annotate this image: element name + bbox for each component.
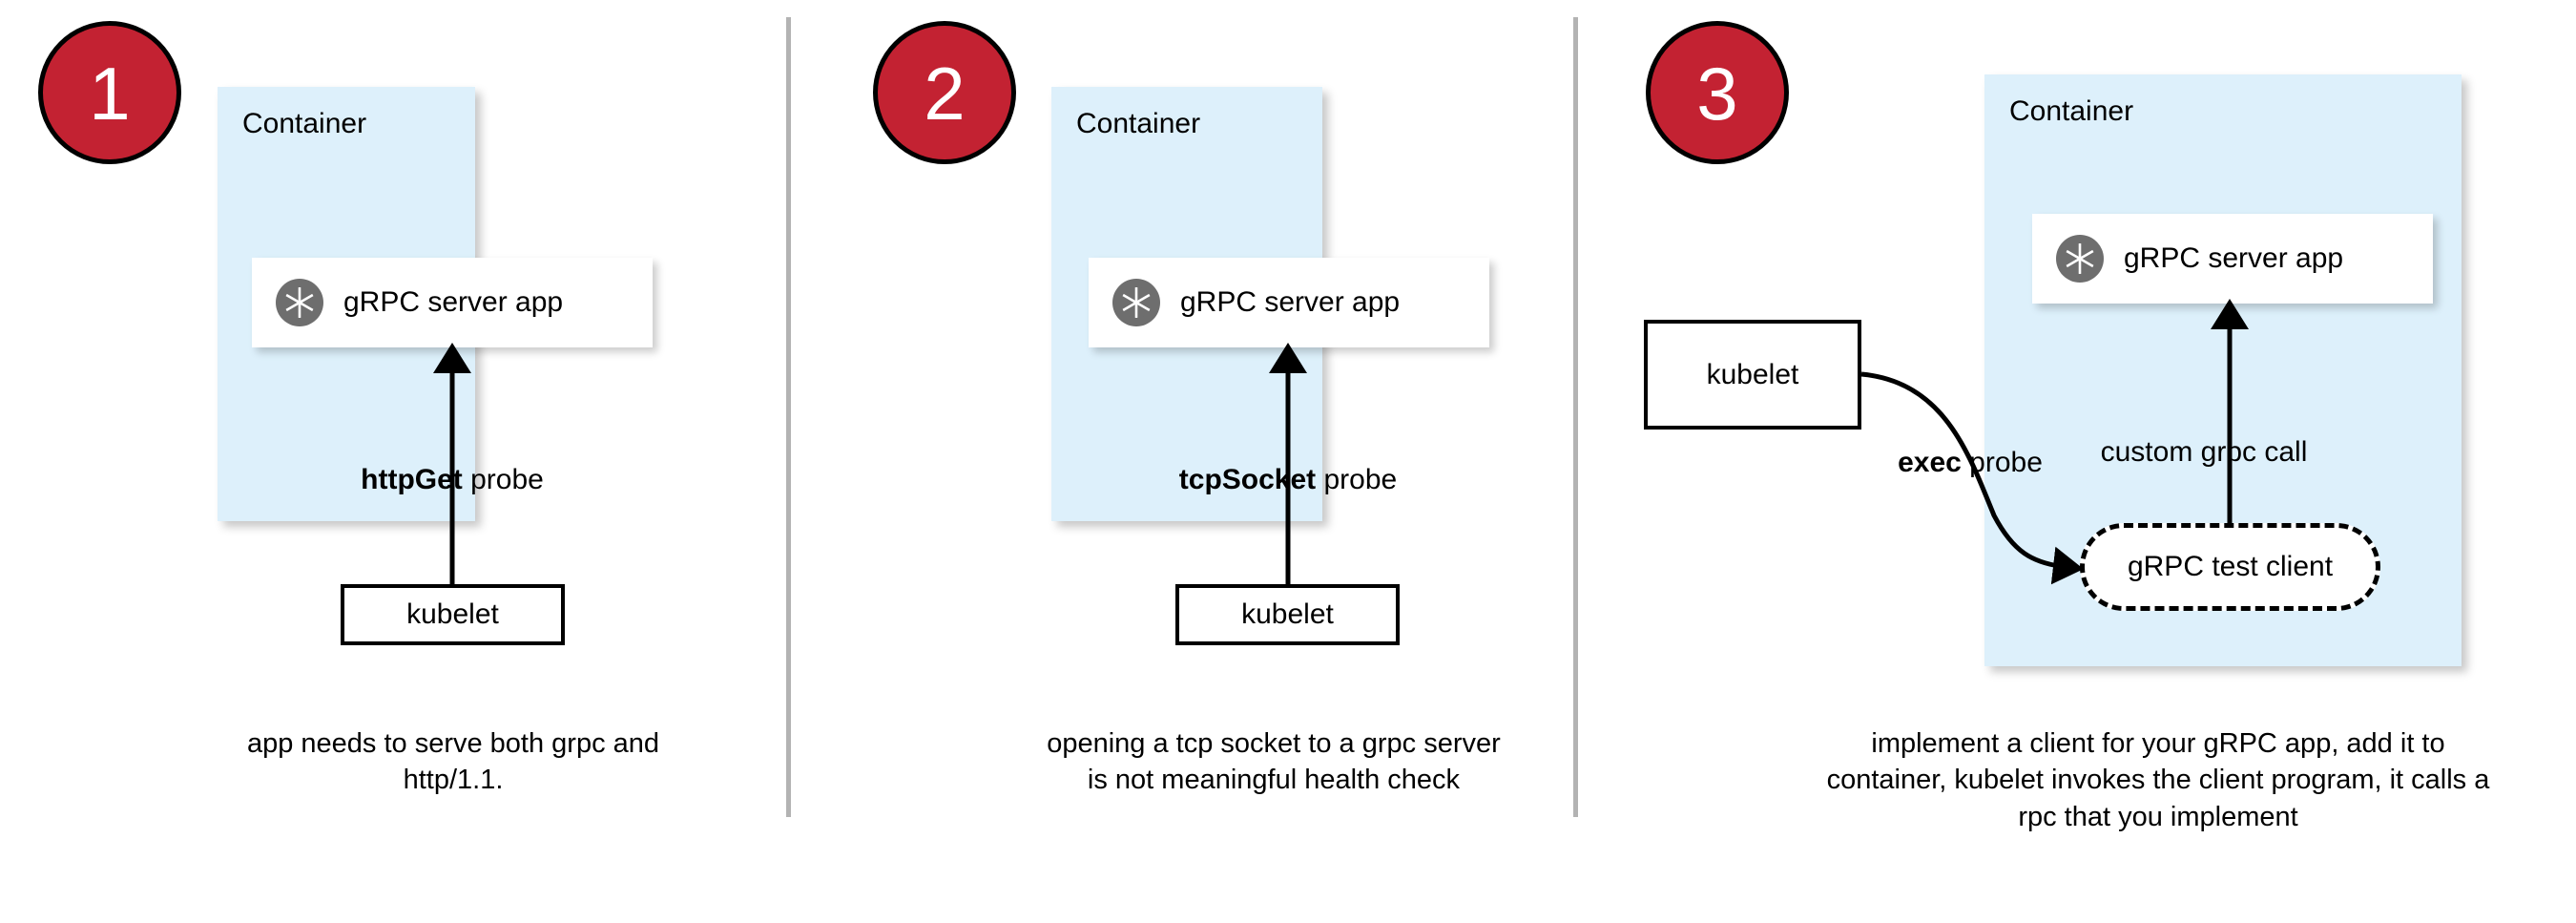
- grpc-test-client-box: gRPC test client: [2080, 523, 2380, 611]
- grpc-aperture-icon: [2055, 234, 2105, 283]
- grpc-server-app-label-2: gRPC server app: [1180, 286, 1401, 318]
- panel-caption-3: implement a client for your gRPC app, ad…: [1826, 728, 2490, 832]
- probe-label-2-bold: tcpSocket: [1178, 464, 1317, 495]
- probe-label-1-rest: probe: [462, 464, 544, 495]
- grpc-server-app-card-3: gRPC server app: [2032, 214, 2433, 304]
- kubelet-box-1: kubelet: [341, 584, 565, 645]
- grpc-server-app-card-1: gRPC server app: [252, 258, 653, 347]
- panel-divider-2: [1573, 17, 1578, 817]
- step-badge-3: 3: [1646, 21, 1789, 164]
- grpc-server-app-card-2: gRPC server app: [1089, 258, 1489, 347]
- container-label-1: Container: [242, 108, 367, 139]
- probe-label-3-rest: probe: [1961, 447, 2043, 478]
- probe-label-3: exec probe: [1884, 447, 2056, 479]
- panel-caption-2: opening a tcp socket to a grpc server is…: [1047, 728, 1501, 796]
- panel-divider-1: [786, 17, 791, 817]
- probe-label-1: httpGet probe: [347, 464, 557, 496]
- panel-caption-1: app needs to serve both grpc and http/1.…: [246, 728, 660, 796]
- probe-label-1-bold: httpGet: [361, 464, 463, 495]
- kubelet-box-3: kubelet: [1644, 320, 1861, 430]
- probe-label-2: tcpSocket probe: [1164, 464, 1412, 496]
- grpc-aperture-icon: [1111, 278, 1161, 327]
- step-badge-2: 2: [873, 21, 1016, 164]
- container-label-2: Container: [1076, 108, 1201, 139]
- grpc-aperture-icon: [275, 278, 324, 327]
- grpc-server-app-label-1: gRPC server app: [343, 286, 564, 318]
- grpc-server-app-label-3: gRPC server app: [2124, 242, 2344, 274]
- step-badge-1: 1: [38, 21, 181, 164]
- probe-label-2-rest: probe: [1316, 464, 1398, 495]
- custom-grpc-call-label: custom grpc call: [2100, 436, 2308, 468]
- probe-label-3-bold: exec: [1898, 447, 1962, 478]
- container-label-3: Container: [2009, 95, 2134, 127]
- kubelet-box-2: kubelet: [1175, 584, 1400, 645]
